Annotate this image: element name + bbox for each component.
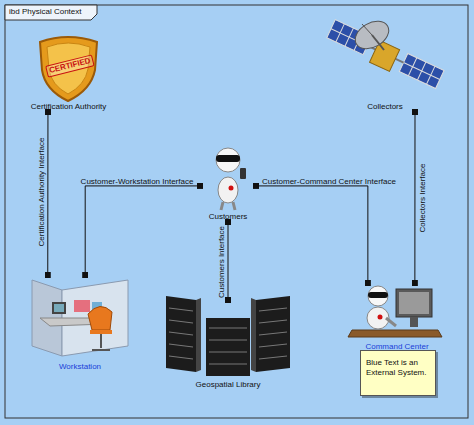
interface-label: Customer-Command Center Interface [262, 177, 396, 186]
interface-connector [256, 186, 368, 283]
system-block: Collectors [325, 15, 445, 112]
diagram-title: ibd Physical Context [9, 7, 81, 17]
node-label: Customers [209, 212, 248, 222]
customer-figure [216, 148, 246, 210]
actor-block: Customers [200, 140, 256, 222]
command-center-illustration [348, 286, 442, 337]
interface-connector [414, 112, 415, 283]
external-system-block: Command Center [350, 283, 444, 352]
interface-label: Certification Authority Interface [37, 138, 46, 247]
interface-label: Customer-Workstation Interface [81, 177, 194, 186]
dish-icon [350, 16, 393, 55]
workstation-illustration [32, 280, 128, 356]
shield-icon [40, 37, 97, 101]
server-rack-icon [166, 296, 290, 376]
interface-label: Customers Interface [217, 226, 226, 298]
note-callout: Blue Text is an External System. [360, 350, 436, 396]
interface-connector [47, 112, 48, 275]
system-block: Certification Authority [25, 35, 112, 112]
external-system-block: Workstation [28, 275, 132, 372]
node-label: Workstation [59, 362, 101, 372]
system-block: Geospatial Library [160, 300, 296, 390]
interface-connector [85, 186, 200, 275]
diagram-frame [5, 5, 468, 418]
node-label: Geospatial Library [196, 380, 261, 390]
interface-connector [228, 222, 229, 300]
node-label: Certification Authority [31, 102, 107, 112]
interface-label: Collectors Interface [418, 164, 427, 233]
title-tab [5, 5, 97, 20]
node-label: Collectors [367, 102, 403, 112]
